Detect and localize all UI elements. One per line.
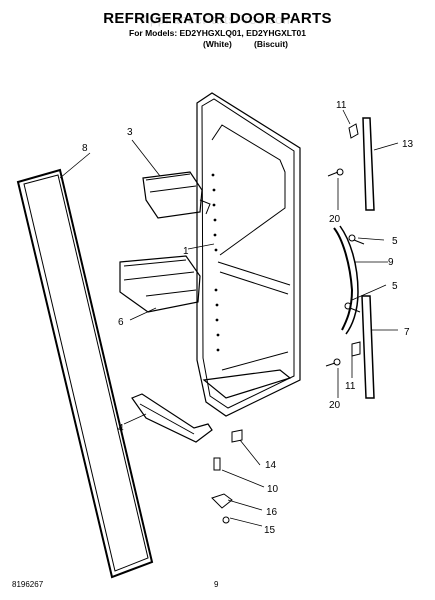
callout-3: 3 [127, 127, 133, 138]
callout-14: 14 [265, 460, 277, 471]
models-line: For Models: ED2YHGXLQ01, ED2YHGXLT01 [129, 28, 306, 38]
screw-parts [222, 168, 365, 524]
variant-biscuit: (Biscuit) [254, 39, 288, 49]
document-number: 8196267 [12, 580, 44, 589]
callout-1: 1 [183, 246, 189, 257]
callout-10: 10 [267, 484, 279, 495]
trim-strip-bottom-part [361, 295, 375, 399]
cap-parts [348, 123, 361, 357]
page-number: 9 [214, 580, 219, 589]
door-bin-part [119, 255, 201, 313]
dairy-bin-part [142, 171, 211, 219]
callout-11-upper: 11 [336, 100, 347, 111]
callout-20-lower: 20 [329, 400, 341, 411]
callout-11-lower: 11 [345, 381, 356, 392]
callout-8: 8 [82, 143, 88, 154]
callout-16: 16 [266, 507, 278, 518]
callout-5-lower: 5 [392, 281, 398, 292]
callout-13: 13 [402, 139, 414, 150]
hinge-part [211, 429, 243, 509]
callout-15: 15 [264, 525, 276, 536]
trim-strip-top-part [362, 117, 375, 211]
callout-5-upper: 5 [392, 236, 398, 247]
callout-20-upper: 20 [329, 214, 341, 225]
callout-4: 4 [118, 423, 124, 434]
callout-7: 7 [404, 327, 410, 338]
door-handle-part [333, 225, 359, 335]
lower-shelf-part [131, 393, 213, 443]
watermark: AppliancePartsPros.com [140, 12, 295, 27]
variant-white: (White) [203, 39, 232, 49]
door-gasket-part [16, 168, 154, 579]
callout-6: 6 [118, 317, 124, 328]
page-title: REFRIGERATOR DOOR PARTS [103, 10, 332, 27]
callout-9: 9 [388, 257, 394, 268]
door-liner-part [196, 92, 301, 417]
